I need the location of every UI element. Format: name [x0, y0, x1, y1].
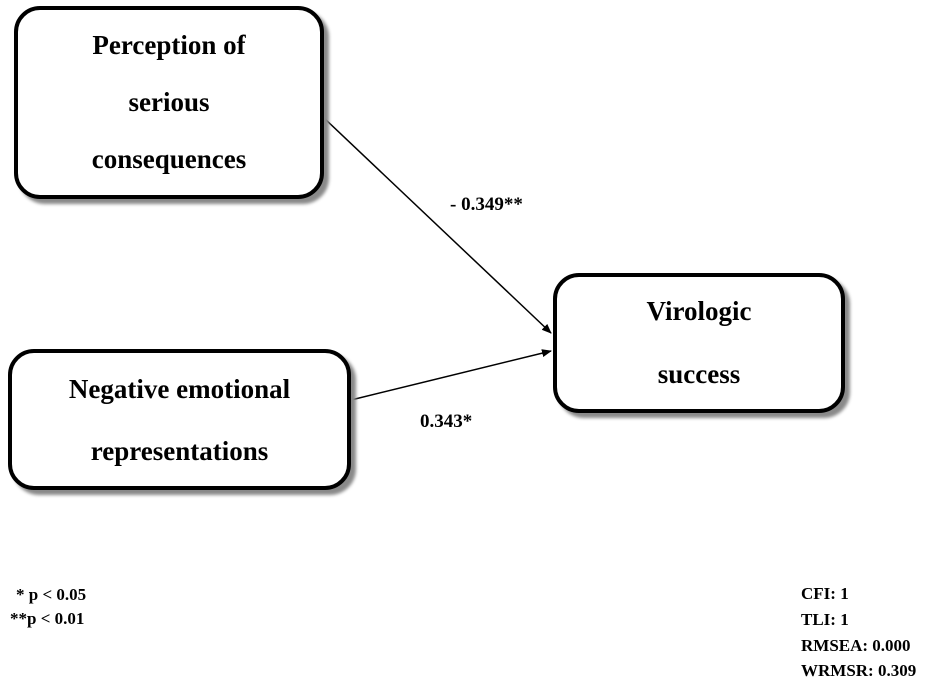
arrow-negative-to-virologic — [350, 349, 552, 401]
fit-index-wrmsr: WRMSR: 0.309 — [801, 661, 917, 680]
node-virologic-success: Virologic success — [553, 273, 845, 413]
node-negative-emotional-representations: Negative emotional representations — [8, 349, 351, 490]
node-perception-label: Perception of serious consequences — [91, 30, 247, 174]
node-negative-label: Negative emotional representations — [68, 373, 291, 466]
legend-p-005: * p < 0.05 — [16, 585, 87, 604]
arrow-perception-to-virologic — [323, 117, 552, 334]
path-coefficient-perception: - 0.349** — [450, 194, 523, 215]
fit-index-rmsea: RMSEA: 0.000 — [801, 636, 911, 655]
legend-p-001: **p < 0.01 — [10, 609, 85, 628]
fit-index-tli: TLI: 1 — [801, 610, 849, 629]
fit-index-cfi: CFI: 1 — [801, 584, 849, 603]
node-perception-of-serious-consequences: Perception of serious consequences — [14, 6, 324, 199]
path-coefficient-negative: 0.343* — [420, 411, 473, 432]
node-virologic-label: Virologic success — [646, 296, 752, 389]
